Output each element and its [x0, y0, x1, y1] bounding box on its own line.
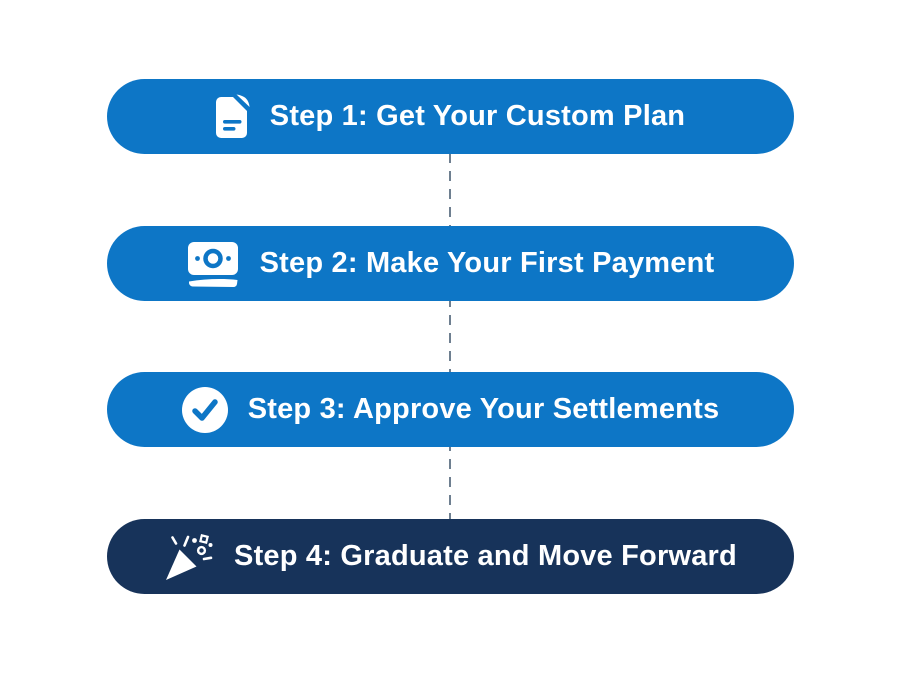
check-circle-icon	[181, 386, 228, 433]
step-4-label: Step 4: Graduate and Move Forward	[234, 540, 737, 572]
document-icon	[215, 94, 250, 138]
step-4-pill[interactable]: Step 4: Graduate and Move Forward	[107, 519, 794, 594]
step-2-label: Step 2: Make Your First Payment	[259, 247, 715, 279]
step-1-pill[interactable]: Step 1: Get Your Custom Plan	[107, 79, 794, 154]
step-2-pill[interactable]: Step 2: Make Your First Payment	[107, 226, 794, 301]
step-3-label: Step 3: Approve Your Settlements	[247, 393, 720, 425]
banknote-icon	[187, 241, 238, 287]
step-1-label: Step 1: Get Your Custom Plan	[269, 100, 686, 132]
party-popper-icon	[166, 533, 213, 580]
step-3-pill[interactable]: Step 3: Approve Your Settlements	[107, 372, 794, 447]
step-connector-line	[449, 117, 451, 559]
